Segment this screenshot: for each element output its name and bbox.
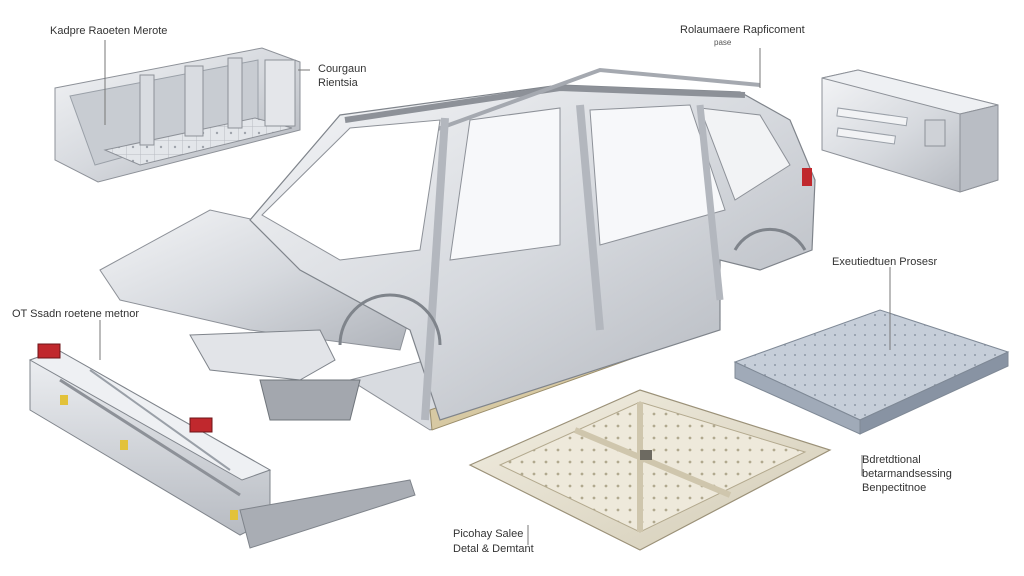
car-body-frame <box>99 67 816 431</box>
leader-lines <box>99 40 891 545</box>
label-top-left-side-2: Rientsia <box>318 77 358 89</box>
label-bottom-right-3: Benpectitnoe <box>862 482 927 494</box>
label-top-right: Rolaumaere Rapficoment <box>680 24 805 36</box>
label-left-mid: OT Ssadn roetene metnor <box>12 308 139 320</box>
top-right-box-module <box>821 69 999 193</box>
right-battery-plate <box>733 309 1010 435</box>
label-top-left-side-1: Courgaun <box>318 63 367 75</box>
left-fixture-jig <box>28 343 416 549</box>
label-bottom-right-1: Bdretdtional <box>862 454 921 466</box>
top-left-frame-module <box>54 47 301 183</box>
label-bottom-center-1: Picohay Salee <box>453 528 524 540</box>
label-bottom-right-2: betarmandsessing <box>862 468 952 480</box>
bottom-floor-tray <box>468 389 832 551</box>
label-right-mid: Exeutiedtuen Prosesr <box>832 256 938 268</box>
label-top-left: Kadpre Raoeten Merote <box>50 25 168 37</box>
label-bottom-center-2: Detal & Demtant <box>453 543 534 555</box>
label-top-right-sub: pase <box>714 38 732 47</box>
